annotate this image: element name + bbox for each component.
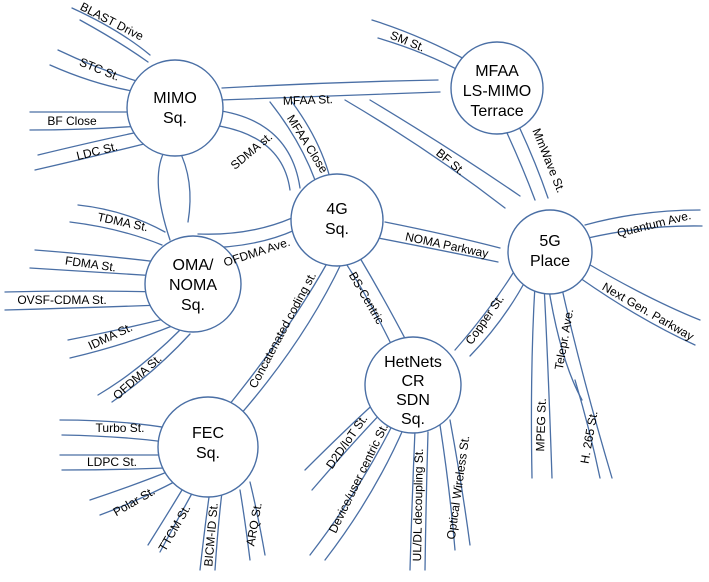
- label-bicm-id-st: BICM-ID St.: [201, 502, 221, 567]
- road-mimo-oma: [157, 147, 191, 241]
- label-stc-st: STC St.: [77, 55, 121, 84]
- label-bf-close: BF Close: [47, 114, 97, 128]
- road-mfaa-st: [219, 79, 441, 101]
- road-noma-parkway: [377, 221, 501, 263]
- hub-5g-line-2: Place: [530, 253, 570, 270]
- label-blast-drive: BLAST Drive: [78, 0, 146, 44]
- label-arq-st: ARQ St.: [243, 501, 264, 547]
- road-turbo-st: [59, 419, 169, 443]
- hub-5g-line-1: 5G: [539, 233, 560, 250]
- road-ovsf-cdma-st: [4, 290, 163, 311]
- hub-4g: 4G Sq.: [290, 173, 384, 267]
- hub-mimo-line-1: MIMO: [153, 90, 197, 107]
- label-noma-parkway: NOMA Parkway: [404, 229, 490, 260]
- label-polar-st: Polar St.: [111, 484, 158, 519]
- hub-oma-noma: OMA/ NOMA Sq.: [144, 235, 242, 333]
- hub-oma-line-1: OMA/: [173, 257, 214, 274]
- roads: [4, 7, 703, 571]
- hub-mimo-line-2: Sq.: [163, 110, 187, 127]
- label-mfaa-st: MFAA St.: [283, 92, 333, 108]
- hub-hetnets-line-4: Sq.: [401, 411, 425, 428]
- hub-fec-line-1: FEC: [192, 425, 224, 442]
- hub-mfaa-line-3: Terrace: [470, 103, 523, 120]
- road-h265-st: [574, 379, 601, 479]
- road-mpeg-st: [530, 284, 553, 479]
- hub-oma-line-3: Sq.: [181, 297, 205, 314]
- label-mfaa-close: MFAA Close: [284, 112, 331, 176]
- road-optical-wireless-st: [439, 419, 471, 551]
- label-mmwave-st: MmWave St.: [529, 126, 568, 195]
- label-ovsf-cdma-st: OVSF-CDMA St.: [17, 293, 106, 307]
- road-sm-st: [371, 19, 471, 73]
- road-mfaa-close: [269, 101, 331, 181]
- hub-4g-line-2: Sq.: [325, 221, 349, 238]
- hub-hetnets-line-2: CR: [401, 373, 424, 390]
- label-ofdma-st: OFDMA St.: [110, 352, 164, 403]
- label-telepr-ave: Telepr. Ave.: [552, 308, 577, 371]
- road-sdma-st: [204, 109, 301, 191]
- hub-hetnets-line-1: HetNets: [384, 354, 442, 371]
- label-ldc-st: LDC St.: [75, 139, 119, 163]
- label-ofdma-ave: OFDMA Ave.: [222, 235, 292, 270]
- hub-5g: 5G Place: [507, 209, 593, 295]
- road-ofdma-st: [97, 329, 191, 403]
- hub-mfaa: MFAA LS-MIMO Terrace: [450, 41, 544, 135]
- hub-fec: FEC Sq.: [157, 396, 259, 498]
- hub-hetnets: HetNets CR SDN Sq.: [364, 336, 462, 434]
- label-mpeg-st: MPEG St.: [533, 398, 549, 452]
- road-tdma-st: [69, 204, 166, 246]
- hub-oma-line-2: NOMA: [169, 277, 217, 294]
- road-concatenated-coding-st: [224, 257, 343, 416]
- label-ul-dl-decoupling-st: UL/DL decoupling St.: [410, 448, 426, 561]
- road-quantum-ave: [584, 209, 703, 239]
- hub-mfaa-line-2: LS-MIMO: [463, 83, 531, 100]
- label-bs-centric: BS-Centric: [346, 269, 387, 326]
- hub-hetnets-line-3: SDN: [396, 392, 430, 409]
- road-blast-drive: [71, 7, 151, 63]
- road-idma-st: [67, 317, 173, 359]
- label-concatenated-coding-st: Concatenated coding st.: [246, 270, 319, 391]
- road-device-user-centric-st: [309, 419, 406, 561]
- road-ul-dl-decoupling-st: [409, 429, 429, 571]
- hub-4g-line-1: 4G: [326, 201, 347, 218]
- hub-mimo: MIMO Sq.: [126, 59, 224, 157]
- label-ttcm-st: TTCM St.: [156, 502, 194, 553]
- road-fdma-st: [29, 249, 159, 277]
- label-ldpc-st: LDPC St.: [87, 455, 137, 469]
- label-quantum-ave: Quantum Ave.: [616, 208, 693, 240]
- road-ldpc-st: [59, 454, 166, 471]
- label-turbo-st: Turbo St.: [96, 421, 145, 435]
- road-next-gen-parkway: [579, 261, 701, 346]
- road-stc-st: [49, 49, 141, 93]
- road-telepr-ave: [547, 279, 613, 479]
- road-arq-st: [239, 481, 266, 561]
- hub-fec-line-2: Sq.: [196, 445, 220, 462]
- road-bf-st: [344, 99, 521, 209]
- hub-mfaa-line-1: MFAA: [475, 63, 519, 80]
- label-next-gen-parkway: Next Gen. Parkway: [600, 280, 697, 344]
- label-h265-st: H. 265 St.: [578, 410, 601, 465]
- street-labels: BLAST Drive STC St. BF Close LDC St. MFA…: [17, 0, 696, 567]
